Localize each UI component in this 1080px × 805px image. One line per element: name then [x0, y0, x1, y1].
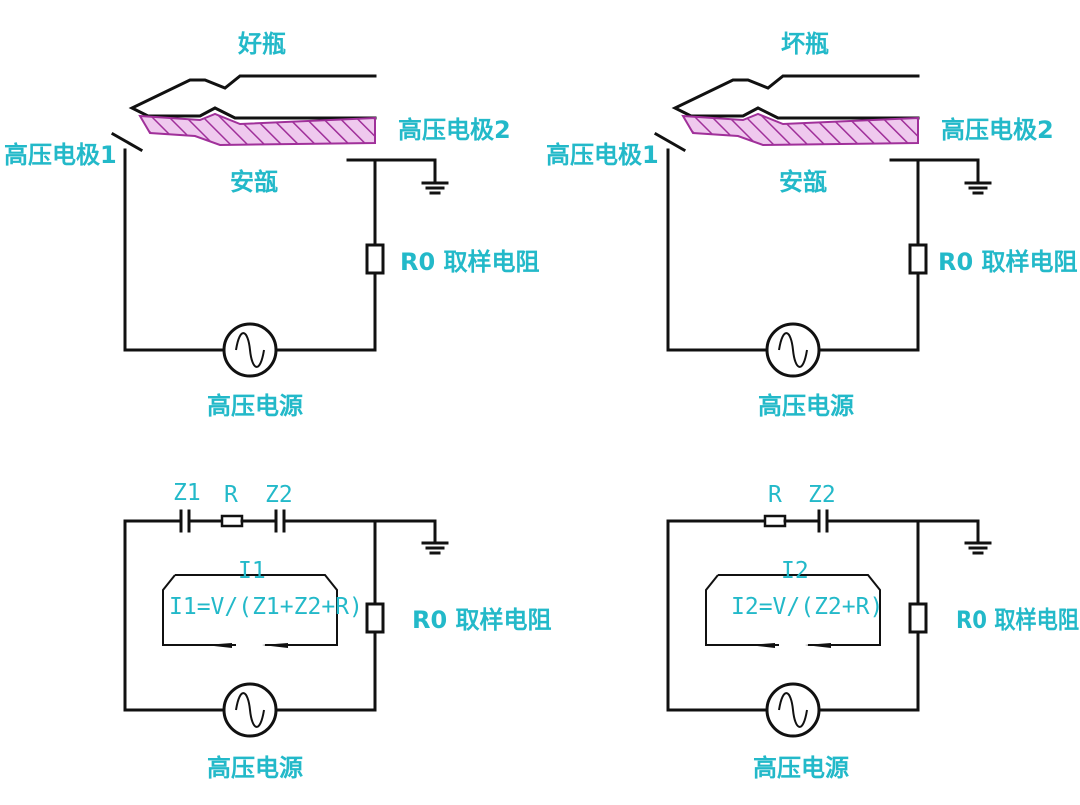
r0-label: R0 取样电阻 [412, 606, 552, 634]
formula-label: I1=V/(Z1+Z2+R) [169, 594, 363, 620]
r0-label: R0 取样电阻 [956, 606, 1079, 634]
left-wire [123, 148, 226, 352]
current-label: I2 [781, 558, 809, 584]
electrode1-switch [110, 131, 144, 153]
source-label: 高压电源 [207, 754, 303, 782]
ampoule-outline [128, 74, 377, 120]
ampoule-liquid [681, 112, 919, 147]
good-bottle-diagram: 好瓶 高压电极1 高压电极2 安瓿 R0 取样电阻 高压电源 [4, 30, 540, 420]
z1-label: Z1 [173, 480, 201, 506]
r-label: R [768, 482, 782, 508]
source-label: 高压电源 [758, 392, 854, 420]
ampoule-outline [671, 74, 920, 120]
ac-source-icon [765, 322, 821, 378]
formula-label: I2=V/(Z2+R) [731, 594, 883, 620]
ac-source-icon [222, 322, 278, 378]
electrode2-label: 高压电极2 [398, 116, 511, 144]
z2-capacitor [817, 509, 829, 533]
r0-resistor [908, 602, 928, 634]
electrode2-label: 高压电极2 [941, 116, 1054, 144]
electrode2-wire [346, 158, 437, 185]
ground-icon [421, 541, 449, 555]
z2-label: Z2 [265, 482, 293, 508]
z2-capacitor [274, 509, 286, 533]
ground-icon [421, 181, 449, 195]
current-loop-arrow [162, 574, 338, 648]
ampoule-liquid [138, 112, 376, 147]
z1-capacitor [179, 509, 191, 533]
electrode2-wire [889, 158, 980, 185]
r-label: R [224, 482, 238, 508]
current-label: I1 [238, 558, 266, 584]
good-equivalent-circuit: Z1 R Z2 I1 I1=V/(Z1+Z2+R) R0 取样电阻 高压电源 [123, 480, 552, 782]
z2-label: Z2 [808, 482, 836, 508]
r0-resistor [365, 243, 385, 275]
right-wire-bottom [817, 271, 920, 352]
r0-label: R0 取样电阻 [400, 248, 540, 276]
ampoule-label: 安瓿 [779, 168, 827, 196]
ac-source-icon [765, 682, 821, 738]
good-bottle-title: 好瓶 [237, 30, 286, 58]
source-label: 高压电源 [753, 754, 849, 782]
ampoule-label: 安瓿 [230, 168, 278, 196]
right-wire-bottom [274, 271, 377, 352]
r0-label: R0 取样电阻 [938, 248, 1078, 276]
bad-bottle-title: 坏瓶 [781, 30, 829, 58]
ground-icon [964, 541, 992, 555]
electrode1-switch [653, 131, 687, 153]
electrode1-label: 高压电极1 [546, 141, 659, 169]
left-wire [666, 148, 769, 352]
bad-bottle-diagram: 坏瓶 高压电极1 高压电极2 安瓿 R0 取样电阻 高压电源 [546, 30, 1078, 420]
bad-equivalent-circuit: R Z2 I2 I2=V/(Z2+R) R0 取样电阻 高压电源 [666, 482, 1079, 782]
r0-resistor [908, 243, 928, 275]
r0-resistor [365, 602, 385, 634]
r-resistor [763, 514, 787, 528]
current-loop-arrow [705, 574, 881, 648]
ground-icon [964, 181, 992, 195]
source-label: 高压电源 [207, 392, 303, 420]
r-resistor [220, 514, 244, 528]
ac-source-icon [222, 682, 278, 738]
electrode1-label: 高压电极1 [4, 141, 117, 169]
